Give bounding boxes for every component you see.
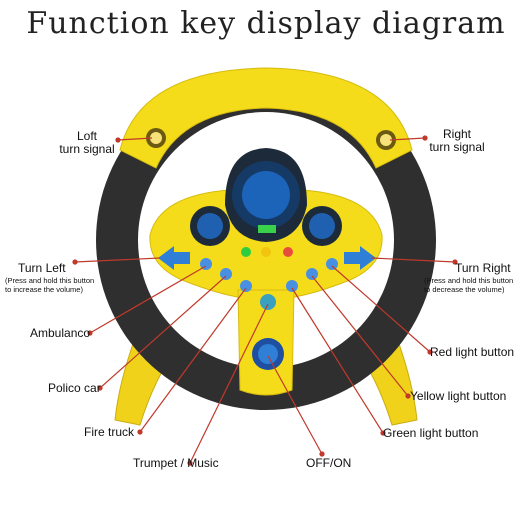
label-left-turn-signal-line1: Loft xyxy=(76,129,97,143)
label-on-off: OFF/ON xyxy=(306,456,352,470)
label-turn-left: Turn Left xyxy=(18,261,66,275)
turn-left-note-line1: (Press and hold this button xyxy=(5,276,95,285)
label-turn-left-note: (Press and hold this button to increase … xyxy=(5,276,94,294)
label-green-light-button: Green light button xyxy=(383,426,479,440)
label-fire-truck: Fire truck xyxy=(84,425,135,439)
label-turn-right: Turn Right xyxy=(455,261,511,275)
label-left-turn-signal-line2: turn signal xyxy=(59,142,115,156)
label-ambulance: Ambulanco xyxy=(30,326,91,340)
label-yellow-light-button: Yellow light button xyxy=(410,389,507,403)
label-right-turn-signal-line1: Right xyxy=(442,127,471,141)
turn-right-note-line1: (Press and hold this button xyxy=(424,276,514,285)
label-police-car: Polico car xyxy=(48,381,101,395)
diagram-title: Function key display diagram xyxy=(26,6,506,41)
label-right-turn-signal-line2: turn signal xyxy=(429,140,485,154)
label-right-turn-signal: Right turn signal xyxy=(422,128,492,154)
label-trumpet-music: Trumpet / Music xyxy=(133,456,219,470)
label-turn-right-note: (Press and hold this button to decrease … xyxy=(424,276,513,294)
label-left-turn-signal: Loft turn signal xyxy=(52,130,122,156)
turn-right-note-line2: to decrease the volume) xyxy=(424,285,505,294)
label-red-light-button: Red light button xyxy=(430,345,515,359)
turn-left-note-line2: to increase the volume) xyxy=(5,285,83,294)
